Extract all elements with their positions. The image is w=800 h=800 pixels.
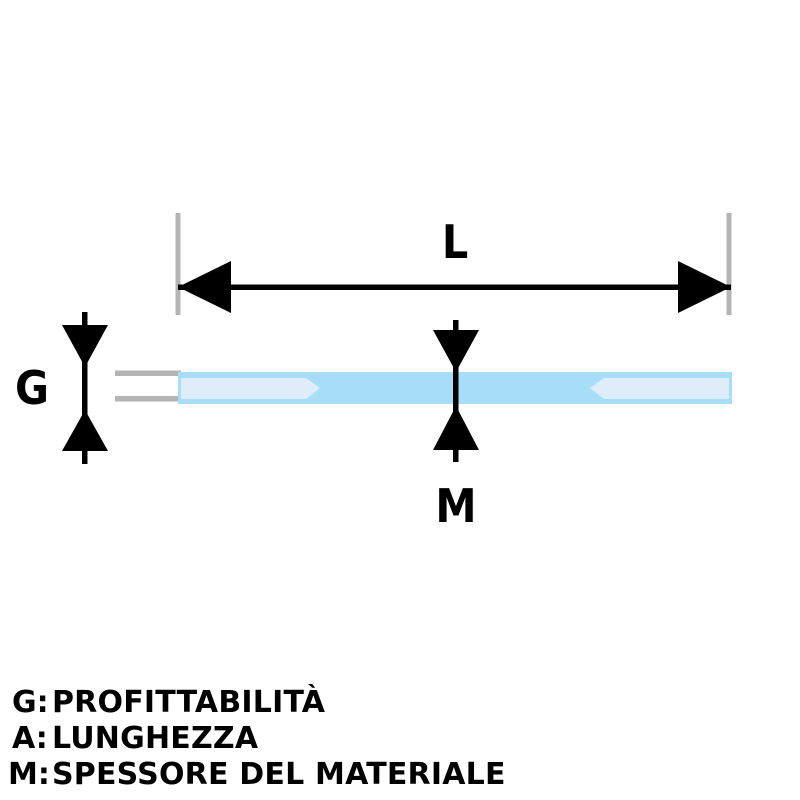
legend-text-a: LUNGHEZZA	[52, 721, 259, 756]
profile-cap-left	[181, 378, 320, 399]
extension-line-bottom-horizontal	[115, 396, 181, 402]
legend: G: PROFITTABILITÀ A: LUNGHEZZA M: SPESSO…	[8, 684, 506, 792]
dimension-label-G: G	[15, 361, 49, 415]
thickness-g-arrowhead-bottom	[62, 410, 108, 451]
legend-text-g: PROFITTABILITÀ	[52, 684, 326, 720]
legend-item-g: G: PROFITTABILITÀ	[12, 684, 326, 720]
length-arrow-shaft	[178, 284, 731, 290]
extension-line-left-vertical	[175, 213, 181, 315]
legend-item-m: M: SPESSORE DEL MATERIALE	[8, 757, 506, 792]
extension-line-right-vertical	[726, 213, 732, 315]
thickness-g-arrowhead-top	[62, 325, 108, 367]
legend-item-a: A: LUNGHEZZA	[12, 721, 259, 756]
thickness-m-arrow-shaft	[453, 320, 459, 462]
legend-text-m: SPESSORE DEL MATERIALE	[52, 757, 506, 792]
legend-key-a: A:	[12, 721, 48, 756]
thickness-m-arrowhead-top	[433, 330, 479, 372]
legend-key-g: G:	[12, 685, 49, 720]
thickness-g-arrow-shaft	[82, 312, 88, 464]
dimension-label-L: L	[442, 215, 468, 269]
length-arrowhead-right	[678, 261, 731, 313]
profile-cap-right	[590, 378, 729, 399]
extension-line-top-horizontal	[115, 370, 181, 376]
thickness-m-arrowhead-bottom	[433, 406, 479, 450]
length-arrowhead-left	[178, 261, 231, 313]
dimension-label-M: M	[435, 479, 476, 533]
legend-key-m: M:	[8, 757, 50, 792]
